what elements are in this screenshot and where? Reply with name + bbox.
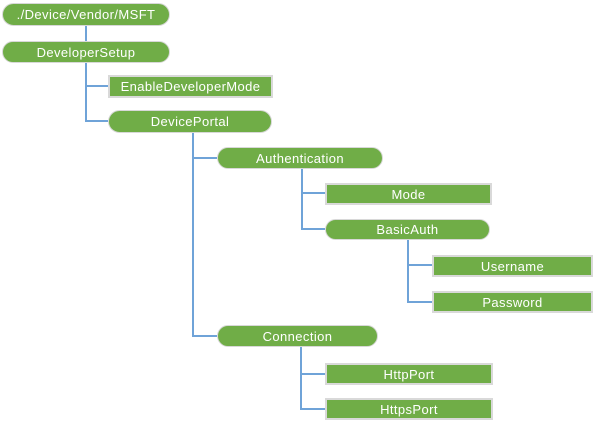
connector-branch-enabledevelopermode	[85, 85, 108, 87]
tree-node-password: Password	[432, 291, 593, 313]
connector-authentication-trunk	[301, 169, 303, 230]
tree-node-enabledevelopermode: EnableDeveloperMode	[108, 75, 273, 98]
tree-node-username: Username	[432, 255, 593, 277]
connector-branch-username	[407, 264, 432, 266]
tree-node-device-vendor-msft: ./Device/Vendor/MSFT	[2, 3, 170, 26]
connector-branch-httpport	[300, 373, 325, 375]
connector-deviceportal-trunk	[192, 133, 194, 337]
connector-basicauth-trunk	[407, 240, 409, 303]
connector-branch-mode	[301, 192, 325, 194]
connector-developersetup-trunk	[85, 63, 87, 122]
connector-connection-trunk	[300, 347, 302, 410]
tree-node-authentication: Authentication	[217, 147, 383, 169]
tree-node-developersetup: DeveloperSetup	[2, 41, 170, 63]
tree-node-mode: Mode	[325, 183, 492, 205]
connector-branch-basicauth	[301, 228, 325, 230]
connector-root-to-developersetup	[85, 26, 87, 41]
tree-node-httpsport: HttpsPort	[325, 398, 493, 420]
connector-branch-httpsport	[300, 408, 325, 410]
connector-branch-password	[407, 301, 432, 303]
connector-branch-deviceportal	[85, 120, 108, 122]
connector-branch-connection	[192, 335, 217, 337]
tree-node-deviceportal: DevicePortal	[108, 110, 272, 133]
tree-node-basicauth: BasicAuth	[325, 219, 490, 240]
tree-node-httpport: HttpPort	[325, 363, 493, 385]
tree-node-connection: Connection	[217, 325, 378, 347]
connector-branch-authentication	[192, 157, 217, 159]
